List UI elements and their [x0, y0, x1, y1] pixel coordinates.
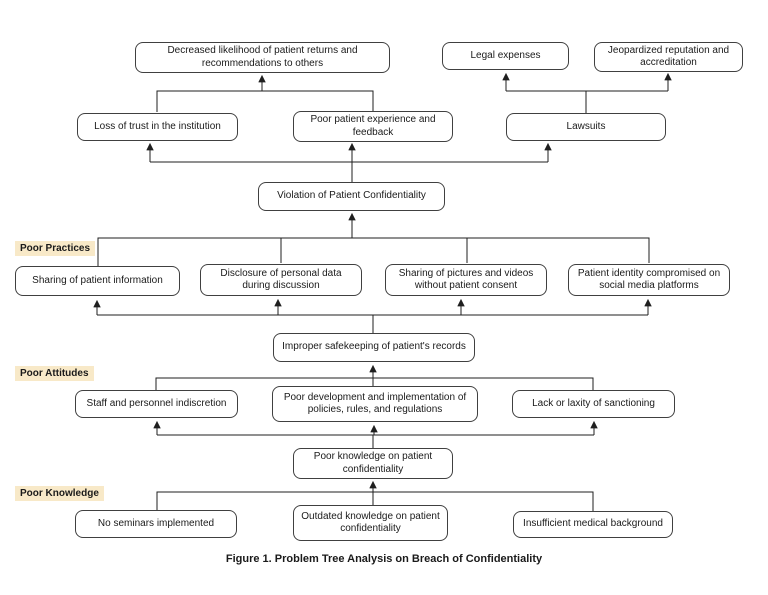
node-sharing-pictures-videos: Sharing of pictures and videos without p… [385, 264, 547, 296]
connector-effects-left [156, 74, 374, 112]
node-legal-expenses: Legal expenses [442, 42, 569, 70]
node-disclosure-personal-data: Disclosure of personal data during discu… [200, 264, 362, 296]
node-poor-patient-experience: Poor patient experience and feedback [293, 111, 453, 142]
node-no-seminars: No seminars implemented [75, 510, 237, 538]
node-staff-indiscretion: Staff and personnel indiscretion [75, 390, 238, 418]
connector-causes-to-knowledgebox [156, 480, 594, 511]
section-label-poor-practices: Poor Practices [15, 241, 96, 256]
node-identity-compromised: Patient identity compromised on social m… [568, 264, 730, 296]
node-lack-of-sanctioning: Lack or laxity of sanctioning [512, 390, 675, 418]
node-violation-of-confidentiality: Violation of Patient Confidentiality [258, 182, 445, 211]
figure-caption: Figure 1. Problem Tree Analysis on Breac… [225, 553, 543, 565]
node-sharing-patient-information: Sharing of patient information [15, 266, 180, 296]
node-lawsuits: Lawsuits [506, 113, 666, 141]
connector-core-to-effects [146, 142, 552, 182]
node-loss-of-trust: Loss of trust in the institution [77, 113, 238, 141]
connector-attitudes-to-safekeeping [155, 364, 594, 390]
node-insufficient-background: Insufficient medical background [513, 511, 673, 538]
node-poor-policies: Poor development and implementation of p… [272, 386, 478, 422]
node-jeopardized-reputation: Jeopardized reputation and accreditation [594, 42, 743, 72]
connector-safekeeping-to-practices [93, 298, 652, 333]
node-improper-safekeeping: Improper safekeeping of patient's record… [273, 333, 475, 362]
section-label-poor-knowledge: Poor Knowledge [15, 486, 104, 501]
section-label-poor-attitudes: Poor Attitudes [15, 366, 94, 381]
node-outdated-knowledge: Outdated knowledge on patient confidenti… [293, 505, 448, 541]
connector-practices-to-core [97, 212, 650, 266]
connector-effects-right [502, 72, 672, 113]
connector-knowledgebox-to-attitudes [153, 420, 598, 448]
node-decreased-likelihood: Decreased likelihood of patient returns … [135, 42, 390, 73]
node-poor-knowledge-confidentiality: Poor knowledge on patient confidentialit… [293, 448, 453, 479]
